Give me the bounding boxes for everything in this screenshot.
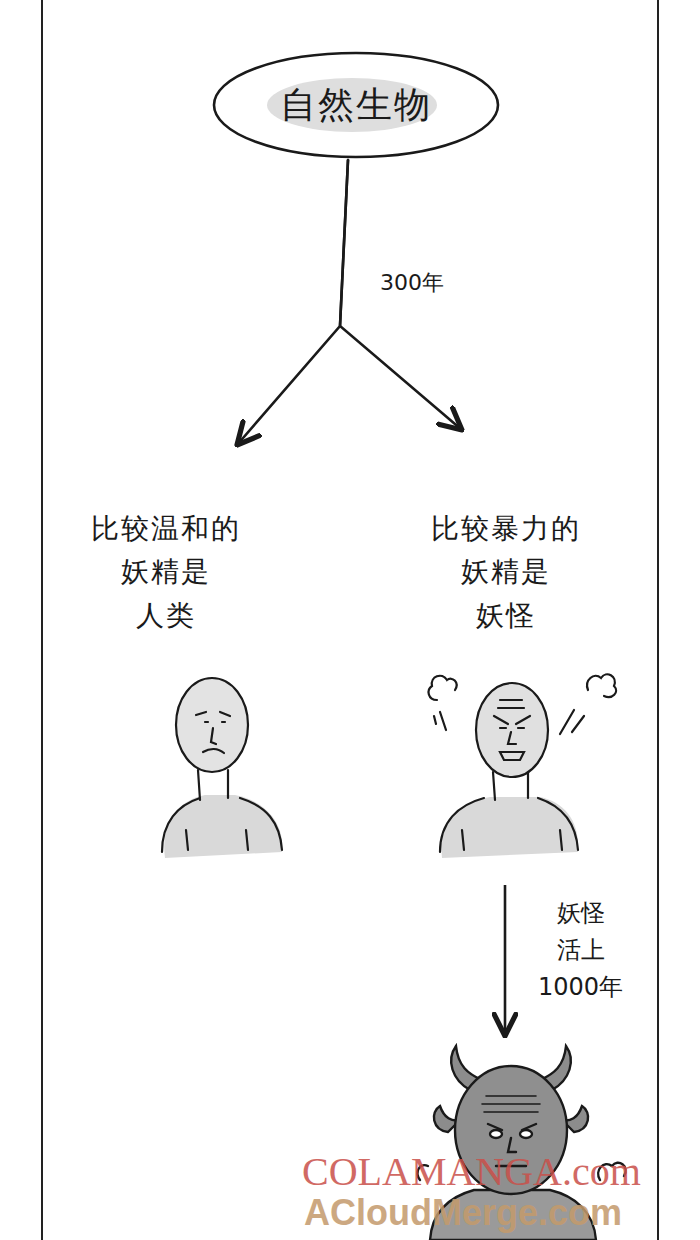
yokai-figure <box>429 674 617 858</box>
ellipse-outline <box>214 53 498 157</box>
root-ellipse: 自然生物 <box>211 50 501 160</box>
edge-label: 300年 <box>378 268 446 298</box>
panel-border <box>41 0 43 1240</box>
human-figure <box>162 678 282 858</box>
branch-group: 比较暴力的 妖精是 妖怪 <box>431 430 589 637</box>
branch-arrow <box>237 160 348 445</box>
watermark: ACloudMerge.com <box>304 1192 622 1234</box>
node-title: 自然生物 <box>280 81 432 130</box>
ellipse-shading <box>267 78 437 132</box>
branch-arrow <box>340 160 462 430</box>
panel-border <box>657 0 659 1240</box>
branch-caption: 比较温和的 妖精是 人类 <box>91 507 241 637</box>
arrow-note: 妖怪 活上 1000年 <box>538 895 623 1007</box>
watermark: COLAMANGA.com <box>302 1148 641 1195</box>
branch-caption: 比较暴力的 妖精是 妖怪 <box>431 507 581 637</box>
aging-arrow <box>504 885 507 1036</box>
branch-group: 比较温和的 妖精是 人类 <box>91 445 249 637</box>
